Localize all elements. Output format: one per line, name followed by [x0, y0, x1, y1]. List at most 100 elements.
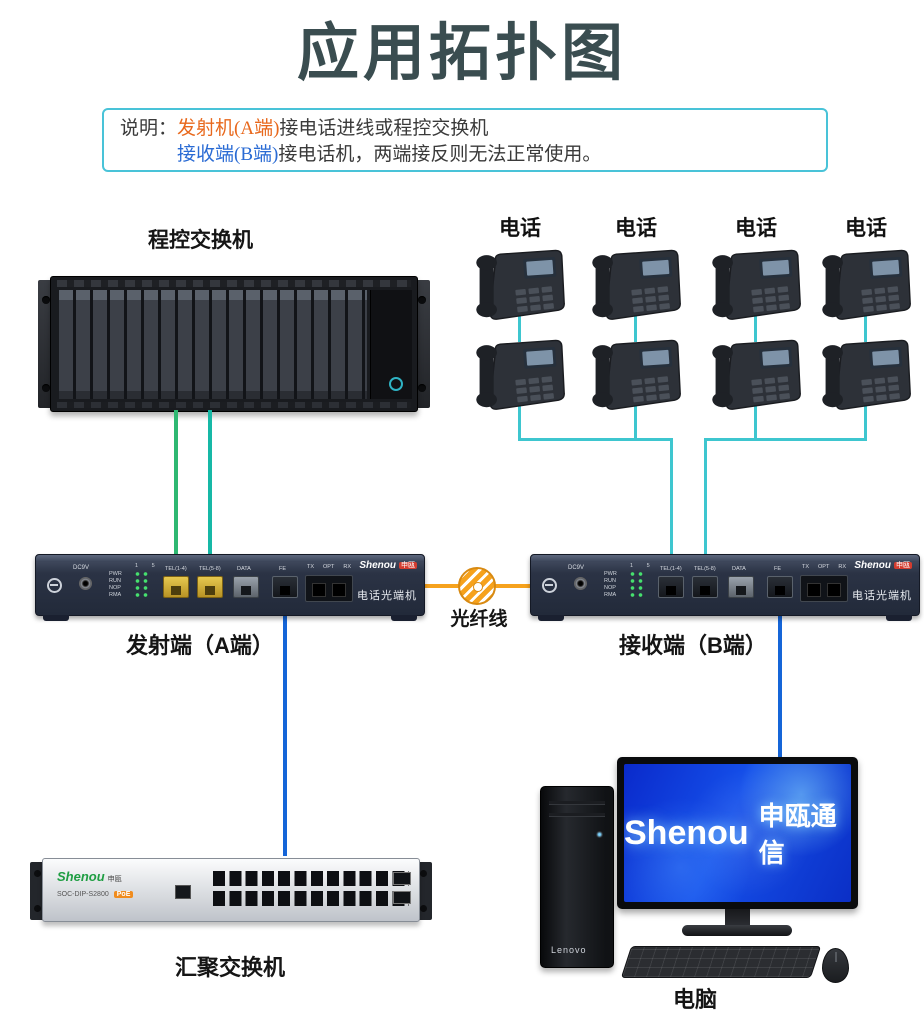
brand-en: Shenou: [57, 869, 105, 884]
cable-phone-col2: [634, 314, 637, 342]
keyboard: [620, 946, 822, 978]
monitor-screen: Shenou 申瓯通信: [624, 764, 851, 902]
cable-phone-bus1: [518, 438, 673, 441]
tx-label: TX: [802, 564, 810, 570]
dc-label: DC9V: [73, 565, 90, 571]
monitor-base: [682, 925, 792, 936]
opt-label: OPT: [818, 564, 830, 570]
note-box: 说明：发射机(A端)接电话进线或程控交换机 接收端(B端)接电话机，两端接反则无…: [102, 108, 828, 172]
pbx-card-slots: [59, 290, 367, 399]
led-label: NOP: [109, 585, 121, 591]
cable-phone-bus2: [704, 438, 867, 441]
ground-screw-icon: [542, 578, 557, 593]
tx-label: TX: [307, 564, 315, 570]
sfp-port-1: [393, 872, 411, 885]
fe-port: [272, 576, 298, 598]
cable-phone-col4: [864, 314, 867, 342]
drive-bay: [549, 813, 605, 817]
phone-label: 电话: [615, 217, 657, 240]
device-type-label: 电话光端机: [357, 590, 417, 602]
tel14-label: TEL(1-4): [660, 566, 682, 572]
led-label: RMA: [604, 592, 617, 598]
rx-label: RX: [838, 564, 846, 570]
data-label: DATA: [732, 566, 746, 572]
cable-bus2-to-device-b: [704, 438, 707, 578]
optical-module: [800, 575, 848, 602]
cable-pbx-to-a-1: [174, 410, 178, 578]
desk-phone: [589, 336, 683, 422]
tel-port-2: [692, 576, 718, 598]
led-label: NOP: [604, 585, 616, 591]
device-a-label: 发射端（A端）: [126, 633, 274, 658]
fe-label: FE: [279, 566, 287, 572]
cable-phone-col3: [754, 314, 757, 342]
fe-label: FE: [774, 566, 782, 572]
brand-en: Shenou: [359, 560, 396, 571]
device-foot: [43, 615, 69, 621]
ground-screw-icon: [47, 578, 62, 593]
dc-jack: [574, 577, 587, 590]
mouse: [822, 948, 849, 983]
phone-label: 电话: [499, 217, 541, 240]
cable-phone-col1: [518, 314, 521, 342]
led-label: RUN: [604, 578, 616, 584]
device-chassis: [530, 554, 920, 616]
monitor-neck: [725, 909, 750, 926]
phone-label: 电话: [735, 217, 777, 240]
pbx-logo-icon: [389, 377, 403, 391]
device-type-label: 电话光端机: [852, 590, 912, 602]
ethernet-ports-row1: [213, 871, 409, 886]
cable-phone-drop1: [518, 406, 521, 440]
ethernet-ports-row2: [213, 891, 409, 906]
note-line-1: 说明：发射机(A端)接电话进线或程控交换机: [120, 116, 810, 142]
desk-phone: [473, 246, 567, 332]
rx-label: RX: [343, 564, 351, 570]
tel-port-1: [163, 576, 189, 598]
dc-jack: [79, 577, 92, 590]
console-port: [175, 885, 191, 899]
sfp-port-2: [393, 891, 411, 904]
fiber-coil-icon: [458, 567, 496, 605]
pbx-chassis: [50, 276, 418, 412]
desk-phone: [589, 246, 683, 332]
device-foot: [886, 615, 912, 621]
pbx-power-panel: [370, 290, 412, 399]
data-port: [728, 576, 754, 598]
switch-label: 汇聚交换机: [174, 955, 285, 980]
optical-module: [305, 575, 353, 602]
pbx-switch: [38, 276, 430, 412]
desk-phone: [709, 246, 803, 332]
computer-label: 电脑: [672, 987, 717, 1012]
desk-phone: [819, 336, 913, 422]
tel-port-2: [197, 576, 223, 598]
phone-label: 电话: [845, 217, 887, 240]
tel-port-1: [658, 576, 684, 598]
cable-bus1-to-device-b: [670, 438, 673, 578]
note-a-part: 发射机(A端): [177, 118, 280, 139]
desk-phone: [709, 336, 803, 422]
cable-phone-drop4: [864, 406, 867, 440]
brand-en: Shenou: [854, 560, 891, 571]
screen-brand: Shenou: [624, 813, 749, 852]
data-label: DATA: [237, 566, 251, 572]
desk-phone: [819, 246, 913, 332]
opt-label: OPT: [323, 564, 335, 570]
tower-brand: Lenovo: [551, 945, 587, 955]
fe-port: [767, 576, 793, 598]
device-b-label: 接收端（B端）: [619, 633, 767, 658]
brand-cn: 申瓯: [107, 876, 122, 883]
rack-ear-right: [414, 280, 430, 408]
note-b-part: 接收端(B端): [177, 144, 279, 165]
dc-label: DC9V: [568, 565, 585, 571]
led-labels: PWR RUN NOP RMA: [109, 571, 122, 599]
optical-port-labels: TX OPT RX: [800, 564, 848, 570]
cable-pbx-to-a-2: [208, 410, 212, 578]
pc-tower: Lenovo: [540, 786, 614, 968]
note-line-2: 接收端(B端)接电话机，两端接反则无法正常使用。: [177, 142, 810, 168]
note-a-rest: 接电话进线或程控交换机: [279, 118, 489, 139]
brand-cn: 申瓯: [894, 562, 912, 569]
